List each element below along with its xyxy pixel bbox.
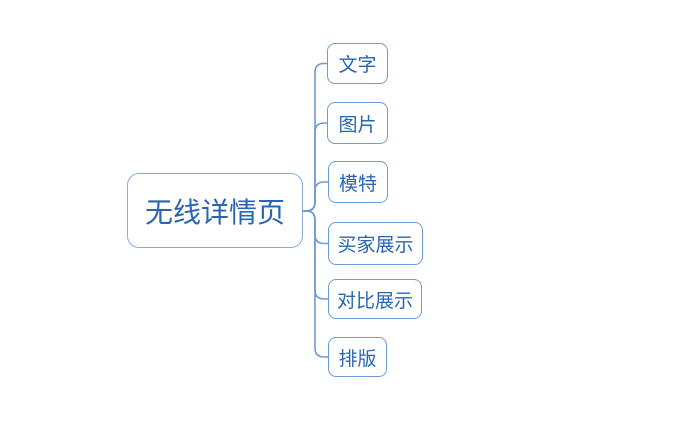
- node-label: 买家展示: [337, 235, 414, 256]
- node-label: 模特: [338, 173, 377, 195]
- node-buyer-show[interactable]: 买家展示: [328, 222, 423, 265]
- node-layout[interactable]: 排版: [328, 337, 387, 377]
- connector-root-to-layout: [302, 210, 329, 358]
- node-label: 排版: [338, 348, 377, 370]
- connector-root-to-model: [302, 181, 329, 212]
- connector-root-to-compare-show: [302, 210, 329, 300]
- node-label: 无线详情页: [144, 197, 285, 229]
- connector-root-to-text: [302, 62, 328, 212]
- node-compare-show[interactable]: 对比展示: [328, 279, 422, 319]
- node-image[interactable]: 图片: [327, 102, 388, 144]
- node-label: 文字: [338, 55, 377, 76]
- node-label: 对比展示: [336, 290, 413, 312]
- node-wireless-detail-page[interactable]: 无线详情页: [127, 173, 303, 248]
- node-label: 图片: [338, 114, 377, 136]
- connector-root-to-image: [302, 122, 328, 212]
- node-model[interactable]: 模特: [328, 161, 388, 203]
- node-text[interactable]: 文字: [327, 43, 388, 84]
- connector-root-to-buyer-show: [302, 210, 329, 245]
